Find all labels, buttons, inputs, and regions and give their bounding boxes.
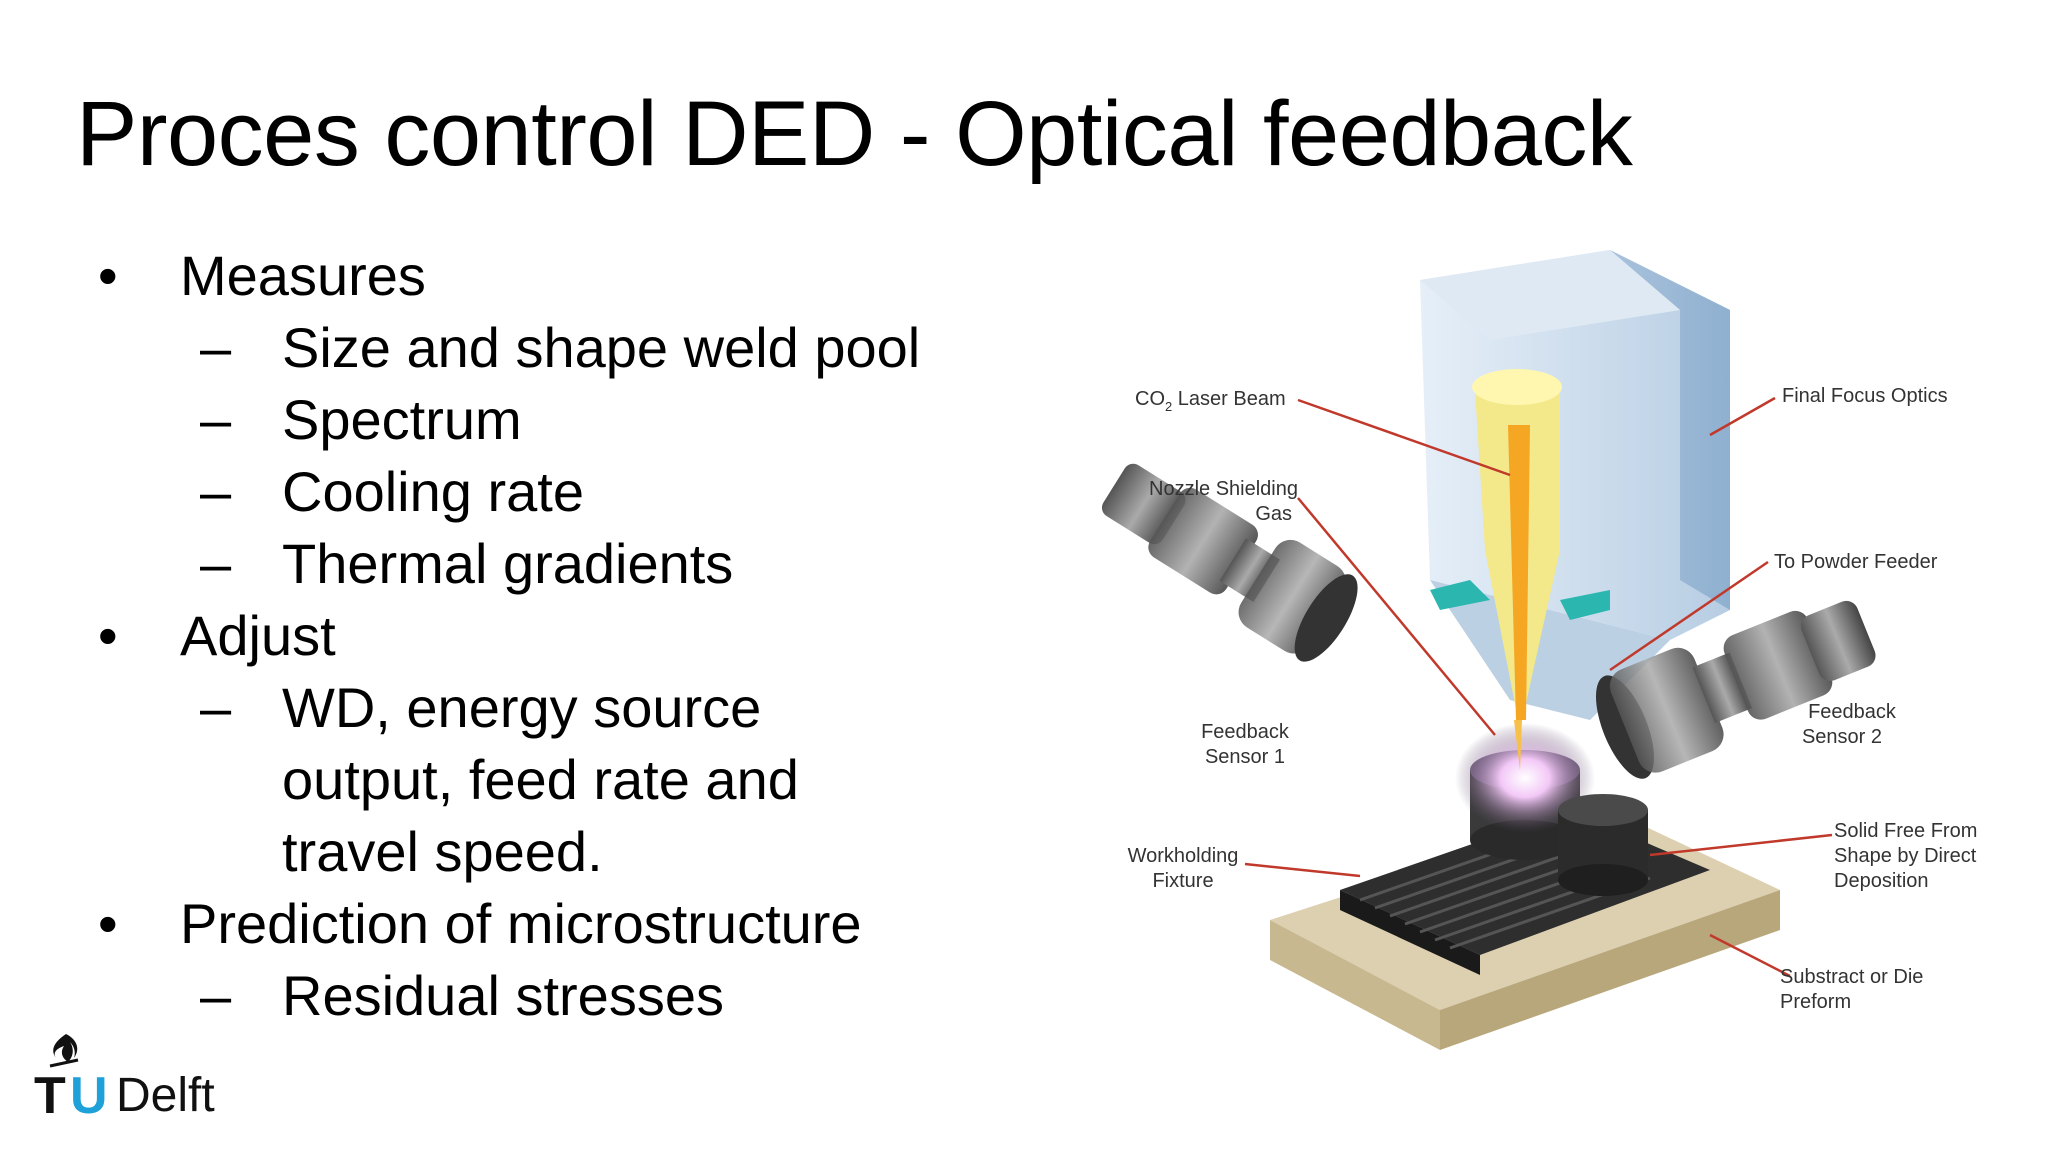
bullet-prediction: Prediction of microstructure bbox=[180, 892, 862, 955]
feedback-sensor-2 bbox=[1595, 600, 1876, 779]
sub-cooling-rate: Cooling rate bbox=[282, 460, 584, 523]
logo-t: T bbox=[34, 1067, 66, 1125]
feedback-sensor-1 bbox=[1101, 463, 1358, 662]
flame-icon bbox=[49, 1034, 79, 1068]
sub-thermal-gradients: Thermal gradients bbox=[282, 532, 734, 595]
label-feedback-sensor-1: Feedback bbox=[1201, 721, 1290, 743]
sub-adjust-line-3: travel speed. bbox=[282, 820, 603, 883]
label-final-focus-optics: Final Focus Optics bbox=[1782, 385, 1948, 407]
sub-marker: – bbox=[200, 964, 232, 1027]
logo-delft: Delft bbox=[116, 1069, 215, 1122]
leader-lines bbox=[1244, 396, 1833, 978]
sub-adjust-line-2: output, feed rate and bbox=[282, 748, 799, 811]
sub-marker: – bbox=[200, 676, 232, 739]
sub-marker: – bbox=[200, 316, 232, 379]
sub-adjust-line-1: WD, energy source bbox=[282, 676, 762, 739]
nozzle-cone bbox=[1430, 369, 1610, 770]
logo-u: U bbox=[70, 1067, 108, 1125]
bullet-marker: • bbox=[98, 604, 118, 667]
label-substract: Substract or Die bbox=[1780, 966, 1923, 988]
label-nozzle-gas: Gas bbox=[1255, 503, 1292, 525]
sub-marker: – bbox=[200, 388, 232, 451]
ded-diagram: CO2 Laser Beam Final Focus Optics Nozzle… bbox=[1090, 250, 2010, 1110]
sub-marker: – bbox=[200, 460, 232, 523]
label-solid-free-b: Shape by Direct bbox=[1834, 845, 1977, 867]
label-feedback-sensor-2: Feedback bbox=[1808, 701, 1897, 723]
bullet-marker: • bbox=[98, 892, 118, 955]
label-feedback-sensor-1-b: Sensor 1 bbox=[1205, 746, 1285, 768]
label-workholding: Workholding bbox=[1128, 845, 1239, 867]
label-feedback-sensor-2-b: Sensor 2 bbox=[1802, 726, 1882, 748]
sub-weld-pool: Size and shape weld pool bbox=[282, 316, 921, 379]
slide-title: Proces control DED - Optical feedback bbox=[76, 83, 1633, 185]
bullet-measures: Measures bbox=[180, 244, 426, 307]
label-workholding-b: Fixture bbox=[1152, 870, 1213, 892]
sub-residual-stresses: Residual stresses bbox=[282, 964, 724, 1027]
deposit-cylinder bbox=[1455, 723, 1648, 896]
label-solid-free: Solid Free From bbox=[1834, 820, 1977, 842]
tu-delft-logo: T U Delft bbox=[34, 1032, 244, 1122]
label-solid-free-c: Deposition bbox=[1834, 870, 1929, 892]
sub-spectrum: Spectrum bbox=[282, 388, 522, 451]
label-to-powder-feeder: To Powder Feeder bbox=[1774, 551, 1938, 573]
label-co2-laser-beam: CO2 Laser Beam bbox=[1135, 388, 1286, 414]
bullet-adjust: Adjust bbox=[180, 604, 336, 667]
label-substract-b: Preform bbox=[1780, 991, 1851, 1013]
label-nozzle-shielding: Nozzle Shielding bbox=[1149, 478, 1298, 500]
bullet-marker: • bbox=[98, 244, 118, 307]
sub-marker: – bbox=[200, 532, 232, 595]
